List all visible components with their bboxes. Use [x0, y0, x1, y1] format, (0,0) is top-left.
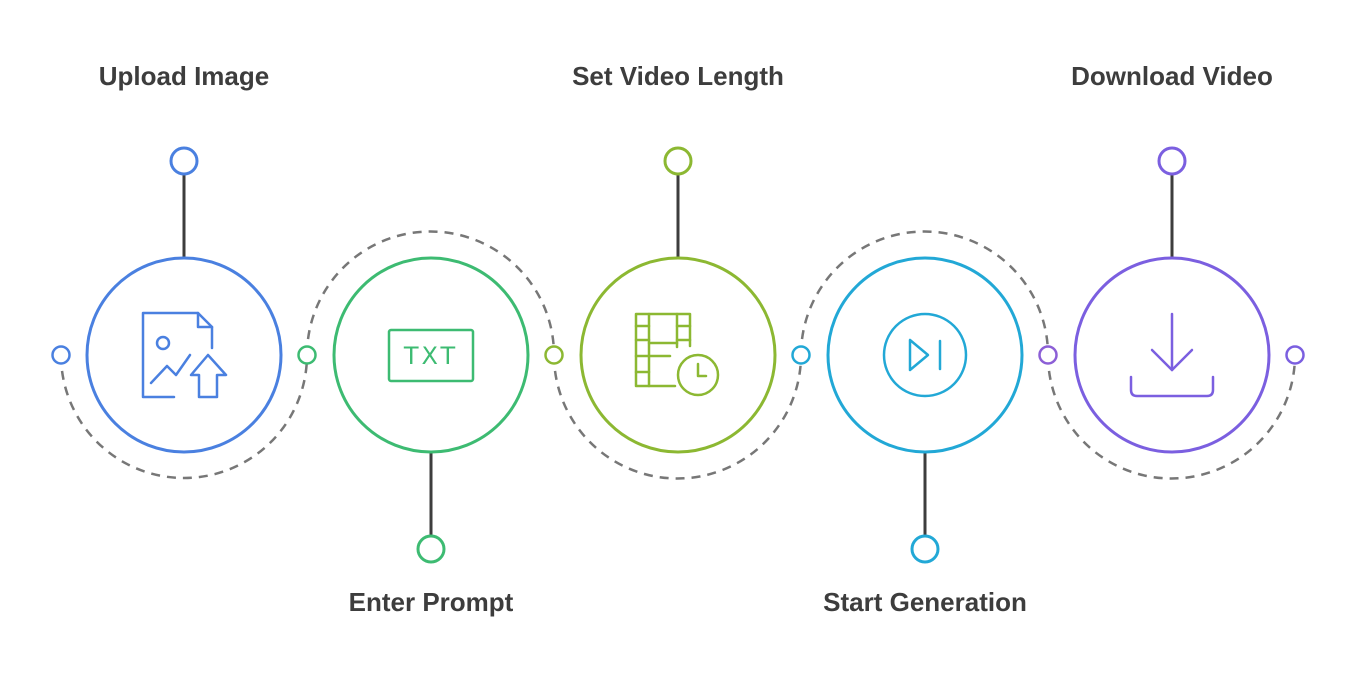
download-icon [1129, 312, 1215, 398]
side-dot-2 [297, 345, 317, 365]
play-next-icon [882, 312, 968, 398]
dashed-arc-5 [1046, 354, 1297, 480]
step-label-enter-prompt: Enter Prompt [348, 587, 514, 617]
stem-end-circle-2 [416, 534, 446, 564]
step-circles [85, 256, 1271, 454]
txt-icon-text: TXT [403, 342, 458, 370]
stem-end-circle-4 [910, 534, 940, 564]
step-label-upload-image: Upload Image [98, 61, 270, 91]
step-circle-set-video-length [579, 256, 777, 454]
stem-end-circles [169, 146, 1187, 564]
step-circle-start-generation [826, 256, 1024, 454]
dashed-arc-4 [799, 230, 1050, 356]
dashed-connectors [59, 230, 1297, 480]
step-circle-enter-prompt [332, 256, 530, 454]
step-label-download-video: Download Video [1071, 61, 1273, 91]
step-circle-upload-image [85, 256, 283, 454]
side-dot-5 [1038, 345, 1058, 365]
step-label-set-video-length: Set Video Length [572, 61, 784, 91]
side-dot-6 [1285, 345, 1305, 365]
stem-end-circle-1 [169, 146, 199, 176]
side-dots [51, 345, 1305, 365]
step-label-start-generation: Start Generation [823, 587, 1027, 617]
stem-end-circle-3 [663, 146, 693, 176]
stems [182, 174, 1174, 536]
txt-icon: TXT [387, 328, 475, 383]
image-upload-icon [141, 311, 228, 399]
dashed-arc-1 [59, 354, 309, 480]
side-dot-3 [544, 345, 564, 365]
dashed-arc-2 [305, 230, 556, 356]
dashed-arc-3 [552, 354, 803, 480]
film-clock-icon [634, 312, 720, 397]
stem-end-circle-5 [1157, 146, 1187, 176]
side-dot-1 [51, 345, 71, 365]
side-dot-4 [791, 345, 811, 365]
